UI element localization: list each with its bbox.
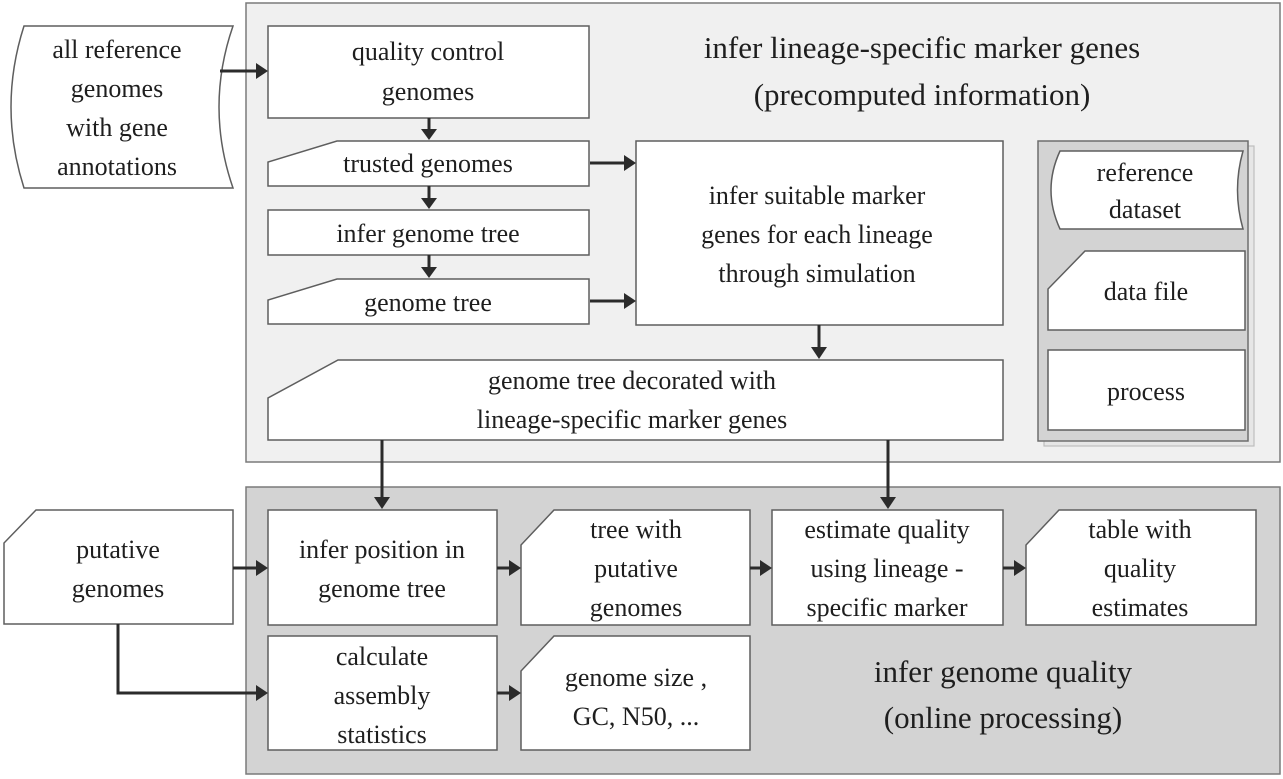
online-panel-title-line-2: (online processing) <box>884 700 1122 735</box>
node-label: lineage-specific marker genes <box>477 405 787 434</box>
node-tree-with-putative-genomes: tree with putative genomes <box>520 509 751 626</box>
precomputed-panel-title-line-2: (precomputed information) <box>754 77 1091 112</box>
node-label: quality control <box>352 37 504 66</box>
node-label: putative <box>76 535 160 564</box>
legend-process-shape <box>1047 349 1246 431</box>
node-label: genomes <box>590 593 682 622</box>
node-infer-suitable-marker-genes: infer suitable marker genes for each lin… <box>635 140 1004 326</box>
precomputed-panel-title-line-1: infer lineage-specific marker genes <box>704 30 1140 65</box>
node-label: using lineage - <box>810 554 963 583</box>
node-label: genomes <box>72 574 164 603</box>
node-label: all reference <box>52 35 181 64</box>
node-calculate-assembly-statistics: calculate assembly statistics <box>267 635 498 751</box>
node-label: trusted genomes <box>343 149 513 178</box>
node-label: specific marker <box>807 593 968 622</box>
node-quality-control-genomes: quality control genomes <box>267 25 590 119</box>
data-file-shape <box>520 635 751 751</box>
data-file-shape <box>1025 509 1257 626</box>
arrowhead <box>256 560 268 576</box>
arrowhead <box>880 497 896 509</box>
edge-putative-to-calculate-stats <box>116 624 256 695</box>
node-label: estimates <box>1092 593 1189 622</box>
arrowhead <box>624 155 636 171</box>
node-label: putative <box>594 554 678 583</box>
process-shape <box>267 635 498 751</box>
arrowhead <box>421 267 437 278</box>
legend-data-file-label: data file <box>1104 277 1188 306</box>
node-trusted-genomes: trusted genomes <box>267 140 590 187</box>
node-label: tree with <box>590 515 682 544</box>
node-label: through simulation <box>718 259 915 288</box>
node-label: annotations <box>57 152 177 181</box>
arrowhead <box>509 560 521 576</box>
node-all-reference-genomes: all reference genomes with gene annotati… <box>10 25 235 189</box>
legend: reference dataset data file process <box>1037 140 1255 447</box>
arrowhead <box>624 293 636 309</box>
node-label: genomes <box>71 74 163 103</box>
node-putative-genomes: putative genomes <box>3 509 234 625</box>
node-label: genome tree <box>318 574 446 603</box>
node-genome-tree: genome tree <box>267 278 590 325</box>
arrowhead <box>256 63 268 79</box>
arrowhead <box>421 198 437 209</box>
node-label: genome size , <box>565 663 707 692</box>
node-label: table with <box>1088 515 1191 544</box>
data-file-shape <box>3 509 234 625</box>
node-label: infer suitable marker <box>709 181 926 210</box>
process-shape <box>267 509 498 626</box>
process-shape <box>771 509 1004 626</box>
data-file-shape <box>267 359 1004 441</box>
legend-process-label: process <box>1107 377 1185 406</box>
node-label: calculate <box>336 642 428 671</box>
node-genome-size-gc-n50: genome size , GC, N50, ... <box>520 635 751 751</box>
arrowhead <box>421 129 437 140</box>
arrowhead <box>509 685 521 701</box>
process-shape <box>635 140 1004 326</box>
reference-dataset-shape <box>10 25 235 189</box>
process-shape <box>267 25 590 119</box>
online-panel-title-line-1: infer genome quality <box>874 654 1133 689</box>
node-label: with gene <box>66 113 168 142</box>
node-label: genome tree <box>364 288 492 317</box>
node-label: estimate quality <box>804 515 969 544</box>
node-label: infer position in <box>299 535 465 564</box>
legend-reference-dataset-shape <box>1050 150 1244 230</box>
arrowhead <box>760 560 772 576</box>
node-label: assembly <box>334 681 431 710</box>
node-label: GC, N50, ... <box>573 702 699 731</box>
arrowhead <box>374 497 390 509</box>
edges <box>116 63 1026 701</box>
node-label: genomes <box>382 77 474 106</box>
data-file-shape <box>267 278 590 325</box>
arrowhead <box>1014 560 1026 576</box>
node-label: genome tree decorated with <box>488 366 776 395</box>
node-infer-position: infer position in genome tree <box>267 509 498 626</box>
legend-reference-dataset-label-1: reference <box>1097 158 1194 187</box>
data-file-shape <box>267 140 590 187</box>
node-infer-genome-tree: infer genome tree <box>267 209 590 256</box>
legend-reference-dataset-label-2: dataset <box>1109 195 1182 224</box>
arrowhead <box>256 685 268 701</box>
node-label: genes for each lineage <box>701 220 933 249</box>
node-table-quality-estimates: table with quality estimates <box>1025 509 1257 626</box>
node-decorated-genome-tree: genome tree decorated with lineage-speci… <box>267 359 1004 441</box>
node-label: statistics <box>337 720 427 749</box>
data-file-shape <box>520 509 751 626</box>
node-label: infer genome tree <box>336 219 519 248</box>
legend-data-file-shape <box>1047 250 1246 331</box>
node-estimate-quality: estimate quality using lineage - specifi… <box>771 509 1004 626</box>
node-label: quality <box>1104 554 1176 583</box>
arrowhead <box>811 347 827 359</box>
